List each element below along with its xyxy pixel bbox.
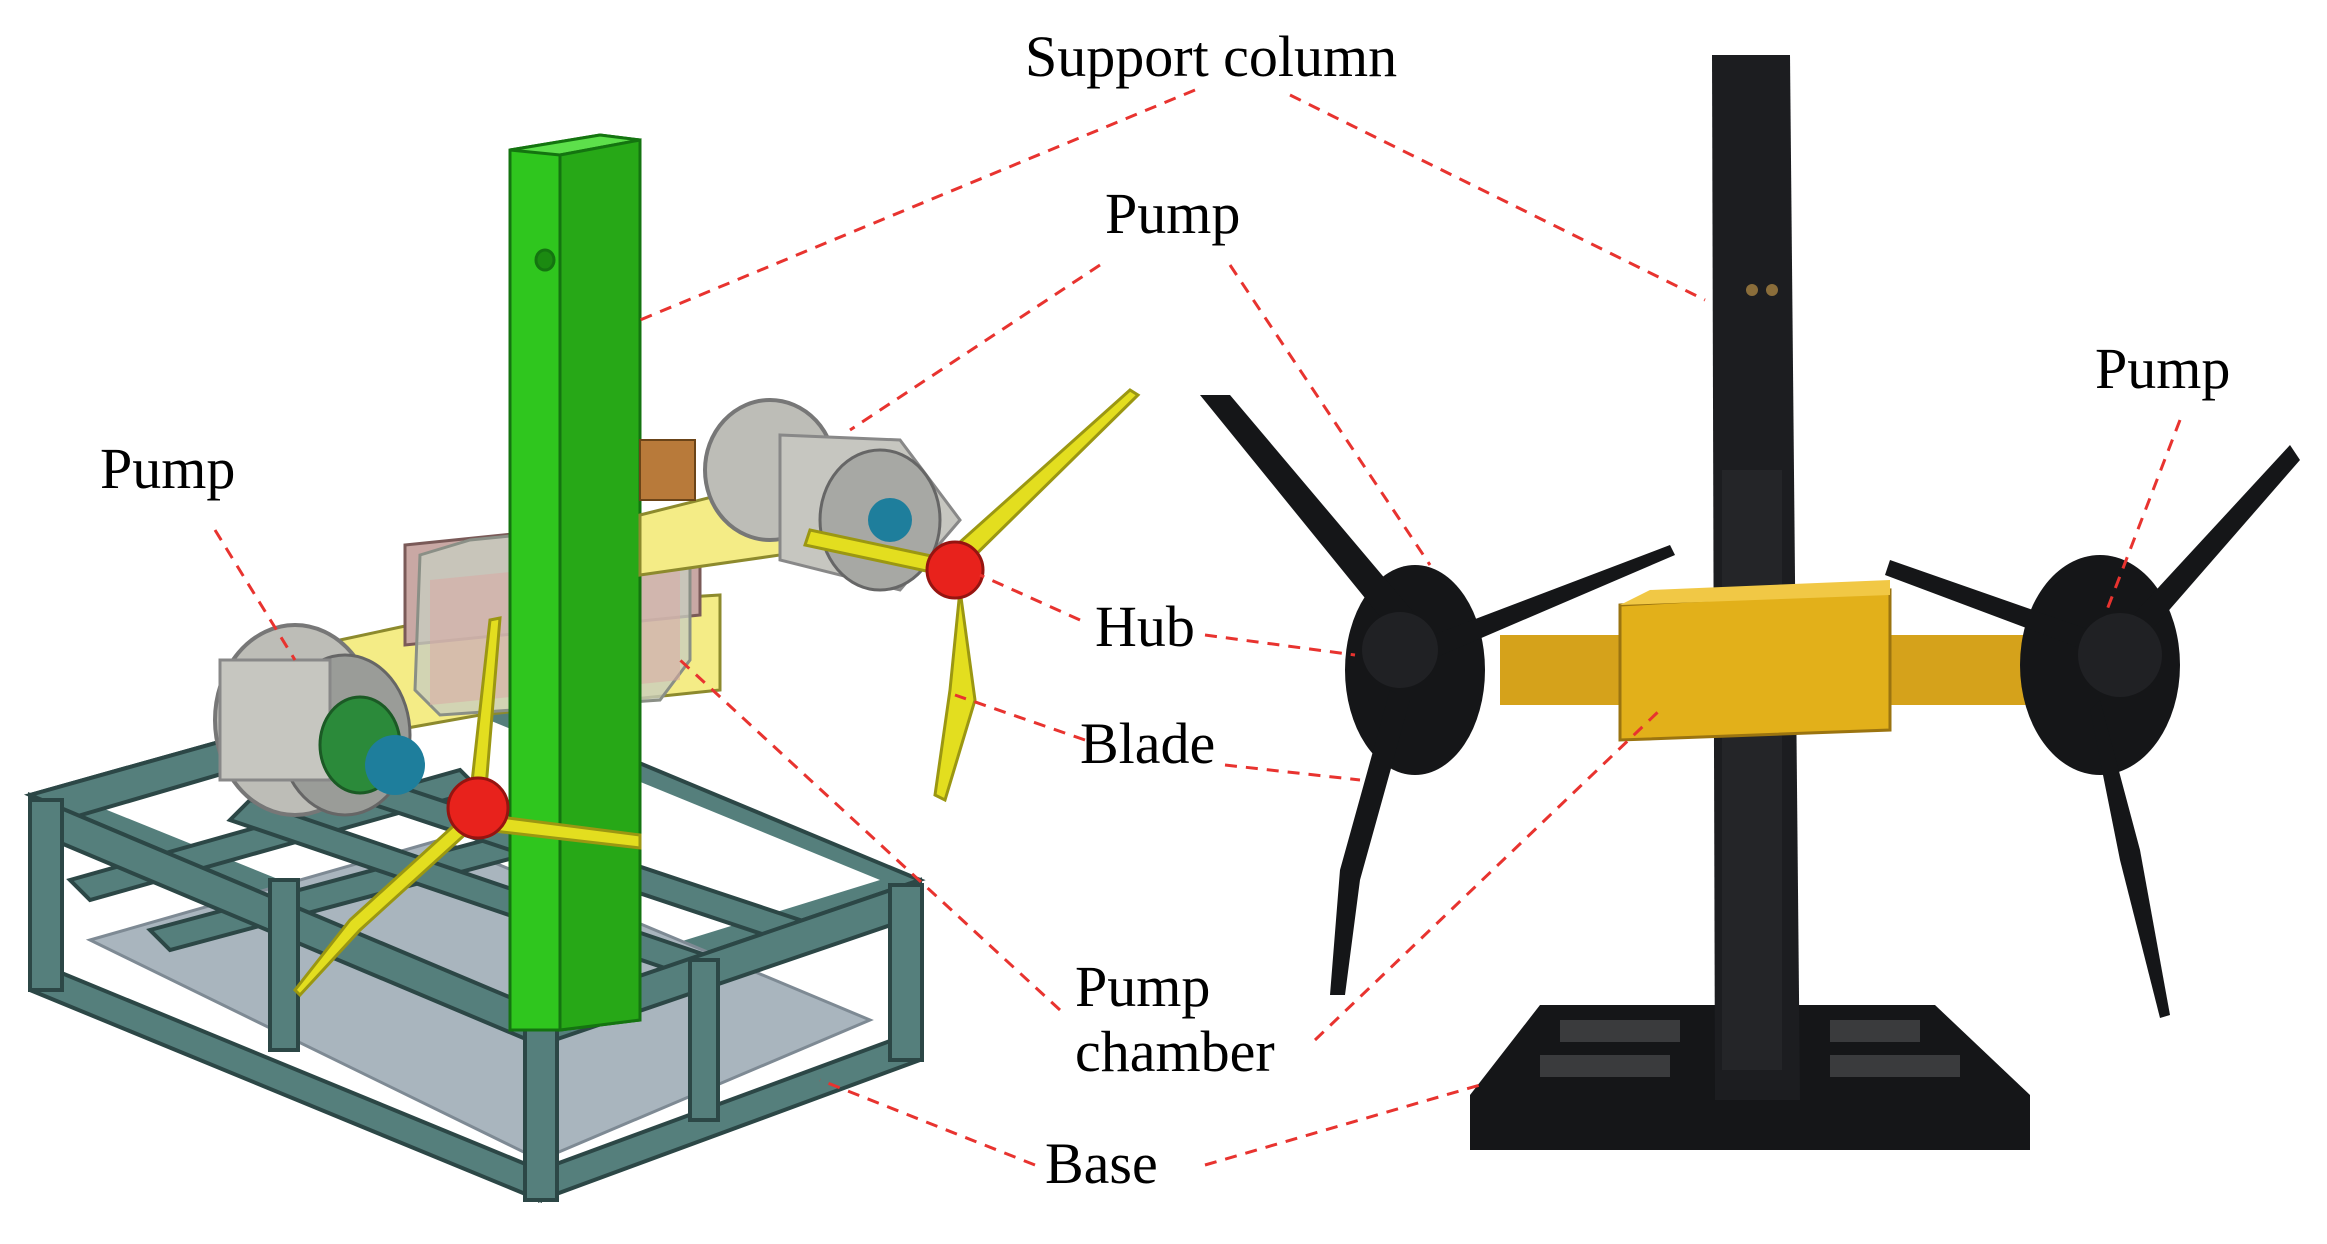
label-base: Base <box>1045 1131 1158 1196</box>
photo-pump-chamber <box>1618 580 1892 742</box>
leader-hub-cad <box>979 573 1081 622</box>
leader-base-photo <box>1204 1083 1481 1167</box>
label-pump-top: Pump <box>1105 181 1241 246</box>
label-support-column: Support column <box>1025 24 1398 89</box>
leader-blade-cad <box>954 693 1086 742</box>
photo-pump-right <box>1885 445 2300 1018</box>
label-pump-chamber-line1: Pump <box>1075 954 1211 1019</box>
leader-support-column-photo <box>1289 93 1706 302</box>
label-pump-chamber-line2: chamber <box>1075 1018 1275 1084</box>
leader-pump-chamber-cad <box>678 658 1062 1012</box>
leader-pump-left <box>213 529 297 661</box>
leader-hub-photo <box>1204 633 1356 657</box>
cad-blades-left <box>292 616 642 998</box>
leader-pump-top-photo <box>1228 264 1432 566</box>
photo-support-column <box>1712 55 1800 1100</box>
cad-hub-right <box>925 540 985 600</box>
leader-blade-photo <box>1224 763 1361 782</box>
label-hub: Hub <box>1095 594 1195 659</box>
leader-pump-right <box>2103 419 2182 616</box>
leader-support-column-cad <box>639 88 1196 322</box>
leader-pump-top-cad <box>849 263 1101 432</box>
photo-pump-left <box>1200 395 1675 995</box>
cad-support-column <box>508 133 642 1032</box>
leader-base-cad <box>819 1078 1036 1167</box>
leader-pump-chamber-photo <box>1313 708 1662 1042</box>
label-pump-right: Pump <box>2095 336 2231 401</box>
label-pump-chamber: Pump chamber <box>1075 954 1335 1085</box>
label-pump-left: Pump <box>100 436 236 501</box>
label-blade: Blade <box>1080 711 1216 776</box>
cad-hub-left <box>446 776 510 840</box>
